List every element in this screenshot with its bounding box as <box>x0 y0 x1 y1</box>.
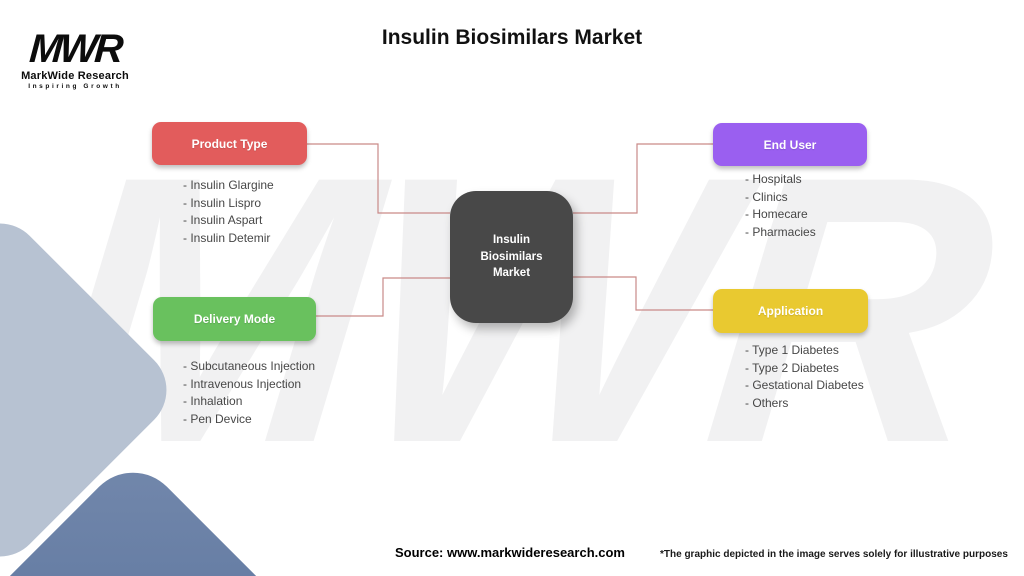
brand-logo-tagline: Inspiring Growth <box>28 83 122 90</box>
list-item: - Type 1 Diabetes <box>745 343 839 357</box>
brand-logo-name: MarkWide Research <box>21 70 129 82</box>
branch-list-end-user: - Hospitals - Clinics - Homecare - Pharm… <box>745 171 816 241</box>
list-item: - Clinics <box>745 189 788 204</box>
list-item: - Insulin Aspart <box>183 213 263 227</box>
list-item: - Insulin Detemir <box>183 230 271 245</box>
list-item: - Others <box>745 395 789 410</box>
list-item: - Pharmacies <box>745 224 816 239</box>
list-item: - Intravenous Injection <box>183 376 302 391</box>
list-item: - Subcutaneous Injection <box>183 359 316 373</box>
branch-box-delivery-mode: Delivery Mode <box>153 297 316 341</box>
list-item: - Type 2 Diabetes <box>745 360 839 375</box>
branch-box-end-user: End User <box>713 123 867 166</box>
disclaimer-text: *The graphic depicted in the image serve… <box>660 549 1008 560</box>
center-node-insulin-biosimilars-market: Insulin Biosimilars Market <box>450 191 573 323</box>
list-item: - Insulin Glargine <box>183 178 274 192</box>
branch-list-application: - Type 1 Diabetes - Type 2 Diabetes - Ge… <box>745 342 864 412</box>
source-text: Source: www.markwideresearch.com <box>394 545 625 560</box>
list-item: - Pen Device <box>183 411 252 426</box>
branch-list-delivery-mode: - Subcutaneous Injection - Intravenous I… <box>183 358 315 428</box>
list-item: - Insulin Lispro <box>183 195 262 210</box>
branch-list-product-type: - Insulin Glargine - Insulin Lispro - In… <box>183 177 274 247</box>
list-item: - Gestational Diabetes <box>745 378 864 392</box>
page-title: Insulin Biosimilars Market <box>381 26 643 49</box>
branch-box-application: Application <box>713 289 868 333</box>
list-item: - Homecare <box>745 207 808 221</box>
list-item: - Hospitals <box>745 172 802 186</box>
brand-logo: MWR MarkWide Research Inspiring Growth <box>20 27 130 90</box>
list-item: - Inhalation <box>183 394 243 408</box>
branch-box-product-type: Product Type <box>152 122 307 165</box>
